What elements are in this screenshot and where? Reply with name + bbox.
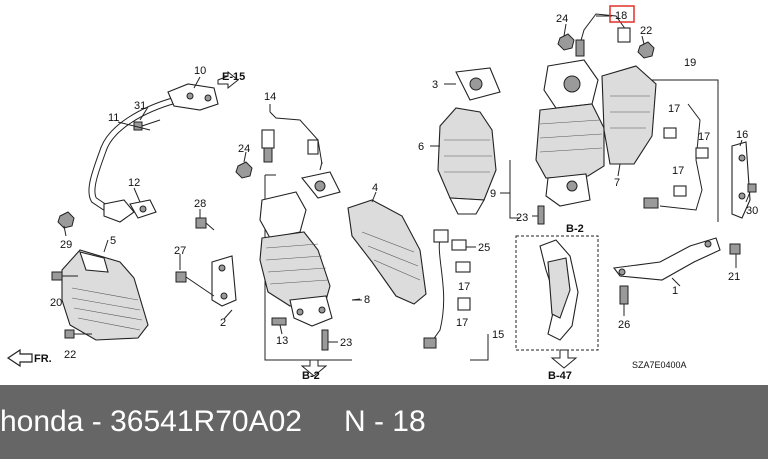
converter-9-frame <box>509 160 520 219</box>
callout-29: 29 <box>60 239 72 251</box>
callout-2: 2 <box>220 317 226 329</box>
oxygen-sensor-15 <box>423 229 471 349</box>
heat-shield-5 <box>61 249 149 341</box>
callout-18: 18 <box>615 10 627 22</box>
callout-20: 20 <box>50 297 62 309</box>
bolt-31 <box>133 119 161 131</box>
section-ref-e15: E-15 <box>222 71 245 83</box>
callout-10: 10 <box>194 65 206 77</box>
heat-shield-4 <box>347 199 427 305</box>
callout-22-b: 22 <box>640 25 652 37</box>
callout-4: 4 <box>372 182 378 194</box>
bolt-23-right <box>537 205 545 225</box>
caption-part-number: 36541R70A02 <box>110 405 302 438</box>
callout-21: 21 <box>728 271 740 283</box>
catalytic-converter-8 <box>259 191 333 327</box>
leader-lines <box>63 15 751 361</box>
nut-22-right <box>637 41 655 59</box>
stay-1 <box>612 237 721 281</box>
section-ref-b2-right: B-2 <box>566 223 584 235</box>
front-arrow-icon <box>6 348 33 368</box>
arrow-b2-center <box>300 359 328 377</box>
callout-28: 28 <box>194 198 206 210</box>
callout-26: 26 <box>618 319 630 331</box>
bolt-21 <box>729 243 741 255</box>
drawing-code: SZA7E0400A <box>632 360 687 370</box>
arrow-b47 <box>550 349 578 369</box>
nut-24-center <box>235 161 253 179</box>
callout-16: 16 <box>736 129 748 141</box>
detail-b2-frame <box>515 235 599 351</box>
callout-23-b: 23 <box>516 212 528 224</box>
bolt-28 <box>195 217 215 231</box>
callout-23-a: 23 <box>340 337 352 349</box>
callout-22-a: 22 <box>64 349 76 361</box>
gasket-7-center <box>301 171 341 199</box>
front-label: FR. <box>34 353 52 365</box>
bolt-23-center <box>321 329 329 351</box>
callout-31: 31 <box>134 100 146 112</box>
callout-24-a: 24 <box>238 143 250 155</box>
stay-2 <box>211 255 237 307</box>
heat-shield-7 <box>601 65 657 165</box>
callout-25: 25 <box>478 242 490 254</box>
callout-3: 3 <box>432 79 438 91</box>
nut-13 <box>271 317 287 326</box>
bracket-16 <box>731 141 751 219</box>
nut-29 <box>57 211 75 229</box>
part-caption-bar: honda - 36541R70A02 N - 18 <box>0 385 768 459</box>
caption-separator: - <box>83 405 111 438</box>
callout-17-e: 17 <box>456 317 468 329</box>
callout-7: 7 <box>614 177 620 189</box>
callout-17-a: 17 <box>668 103 680 115</box>
highlight-box-18 <box>609 5 635 23</box>
callout-12: 12 <box>128 177 140 189</box>
callout-17-c: 17 <box>672 165 684 177</box>
section-ref-b47: B-47 <box>548 370 572 382</box>
nut-24-right <box>557 33 575 51</box>
callout-27: 27 <box>174 245 186 257</box>
callout-15: 15 <box>492 329 504 341</box>
callout-11: 11 <box>108 112 119 124</box>
bracket-10 <box>167 83 219 111</box>
caption-position: N - 18 <box>343 405 426 438</box>
gasket-3 <box>455 67 501 101</box>
section-ref-b2-center: B-2 <box>302 370 320 382</box>
exploded-parts-diagram: 1 2 3 4 5 6 7 8 9 10 11 12 13 14 15 16 1… <box>6 5 758 382</box>
heat-shield-6 <box>437 107 497 215</box>
gasket-12 <box>129 199 157 219</box>
bolt-22-left <box>64 329 92 339</box>
oxygen-sensor-19 <box>643 79 719 222</box>
callout-5: 5 <box>110 235 116 247</box>
callout-8: 8 <box>364 294 370 306</box>
callout-30: 30 <box>746 205 758 217</box>
bolt-30 <box>747 183 757 193</box>
callout-17-b: 17 <box>698 131 710 143</box>
bolt-27 <box>175 271 215 297</box>
callout-6: 6 <box>418 141 424 153</box>
callout-19: 19 <box>684 57 696 69</box>
bolt-20 <box>51 271 78 281</box>
callout-9: 9 <box>490 188 496 200</box>
bolt-26 <box>619 285 629 305</box>
oxygen-sensor-14 <box>261 111 323 165</box>
arrow-e15 <box>217 70 239 90</box>
callout-1: 1 <box>672 285 678 297</box>
callout-13: 13 <box>276 335 288 347</box>
caption-brand: honda <box>0 405 84 438</box>
catalytic-converter-9 <box>535 59 605 207</box>
callout-17-d: 17 <box>458 281 470 293</box>
callout-labels: 1 2 3 4 5 6 7 8 9 10 11 12 13 14 15 16 1… <box>34 5 758 382</box>
callout-24-b: 24 <box>556 13 568 25</box>
oxygen-sensor-18 <box>575 13 631 57</box>
callout-14: 14 <box>264 91 276 103</box>
pipe-11 <box>88 96 177 223</box>
